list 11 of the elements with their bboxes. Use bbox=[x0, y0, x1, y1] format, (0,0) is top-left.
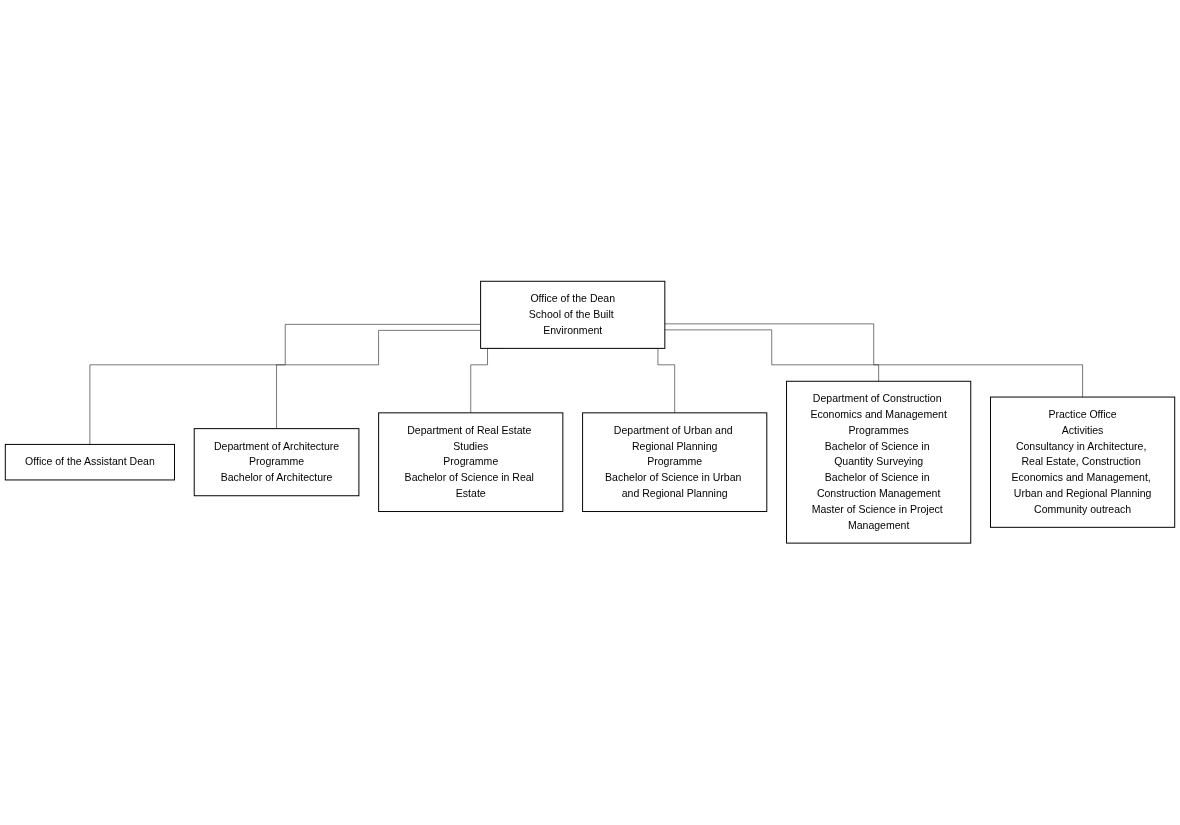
node-box: Practice Office Activities Consultancy in Architecture, Real Estate, Construction Economics and Management, Urban and Regional Planning Community outreach bbox=[990, 396, 1176, 529]
node-box: Office of the Dean School of the Built Environment bbox=[480, 281, 666, 350]
connector bbox=[664, 323, 1083, 398]
node-box: Department of Real Estate Studies Programme Bachelor of Science in Real Estate bbox=[378, 412, 564, 513]
connector bbox=[664, 329, 879, 382]
node-box: Department of Architecture Programme Bachelor of Architecture bbox=[193, 428, 360, 497]
node-box: Department of Construction Economics and Management Programmes Bachelor of Science in Quantity Surveying Bachelor of Science in Construction Management Master of Science in Project Management bbox=[786, 381, 972, 544]
connector bbox=[89, 324, 481, 446]
node-box: Department of Urban and Regional Planning Programme Bachelor of Science in Urban and Regional Planning bbox=[582, 412, 768, 513]
node-box: Office of the Assistant Dean bbox=[4, 444, 175, 481]
connector bbox=[276, 330, 481, 430]
